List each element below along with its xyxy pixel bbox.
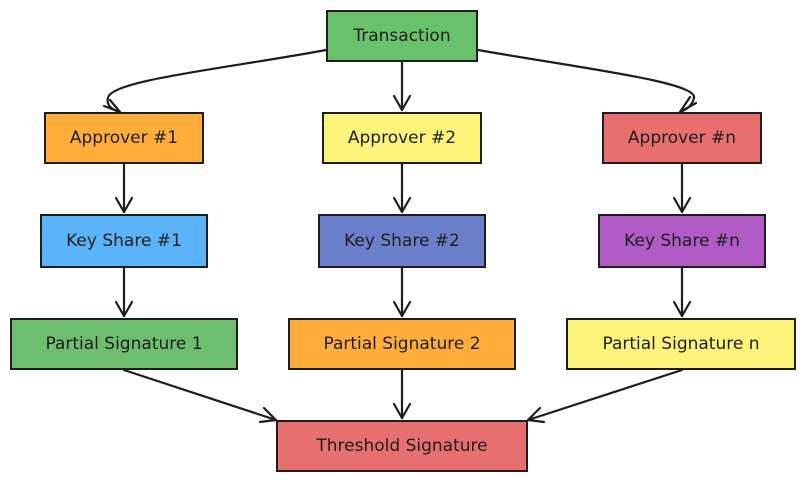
arrowhead-partial-signature-1 [114, 300, 134, 318]
edge-partial-signature-n-threshold [526, 368, 684, 422]
arrowhead-approver-2 [392, 94, 412, 112]
partial-signature-n-node: Partial Signature n [566, 318, 796, 370]
arrowhead-key-share-n [672, 196, 692, 214]
key-share-2-node: Key Share #2 [318, 214, 486, 268]
edge-partial-signature-1-threshold [122, 368, 278, 422]
arrowhead-key-share-1 [114, 196, 134, 214]
approver-n-node: Approver #n [602, 112, 762, 164]
arrowhead-partial-signature-2 [392, 300, 412, 318]
approver-1-node: Approver #1 [44, 112, 204, 164]
threshold-signature-node: Threshold Signature [276, 420, 528, 472]
arrowhead-approver-1 [102, 98, 122, 114]
partial-signature-2-node: Partial Signature 2 [288, 318, 516, 370]
key-share-1-node: Key Share #1 [40, 214, 208, 268]
partial-signature-1-node: Partial Signature 1 [10, 318, 238, 370]
transaction-node: Transaction [326, 10, 478, 62]
edge-transaction-approver-1 [106, 48, 328, 114]
arrowhead-partial-signature-n [672, 300, 692, 318]
arrowhead-threshold-middle [392, 402, 412, 420]
edge-transaction-approver-n [476, 48, 696, 114]
approver-2-node: Approver #2 [322, 112, 482, 164]
arrowhead-key-share-2 [392, 196, 412, 214]
arrowhead-threshold-right [526, 406, 546, 424]
key-share-n-node: Key Share #n [598, 214, 766, 268]
